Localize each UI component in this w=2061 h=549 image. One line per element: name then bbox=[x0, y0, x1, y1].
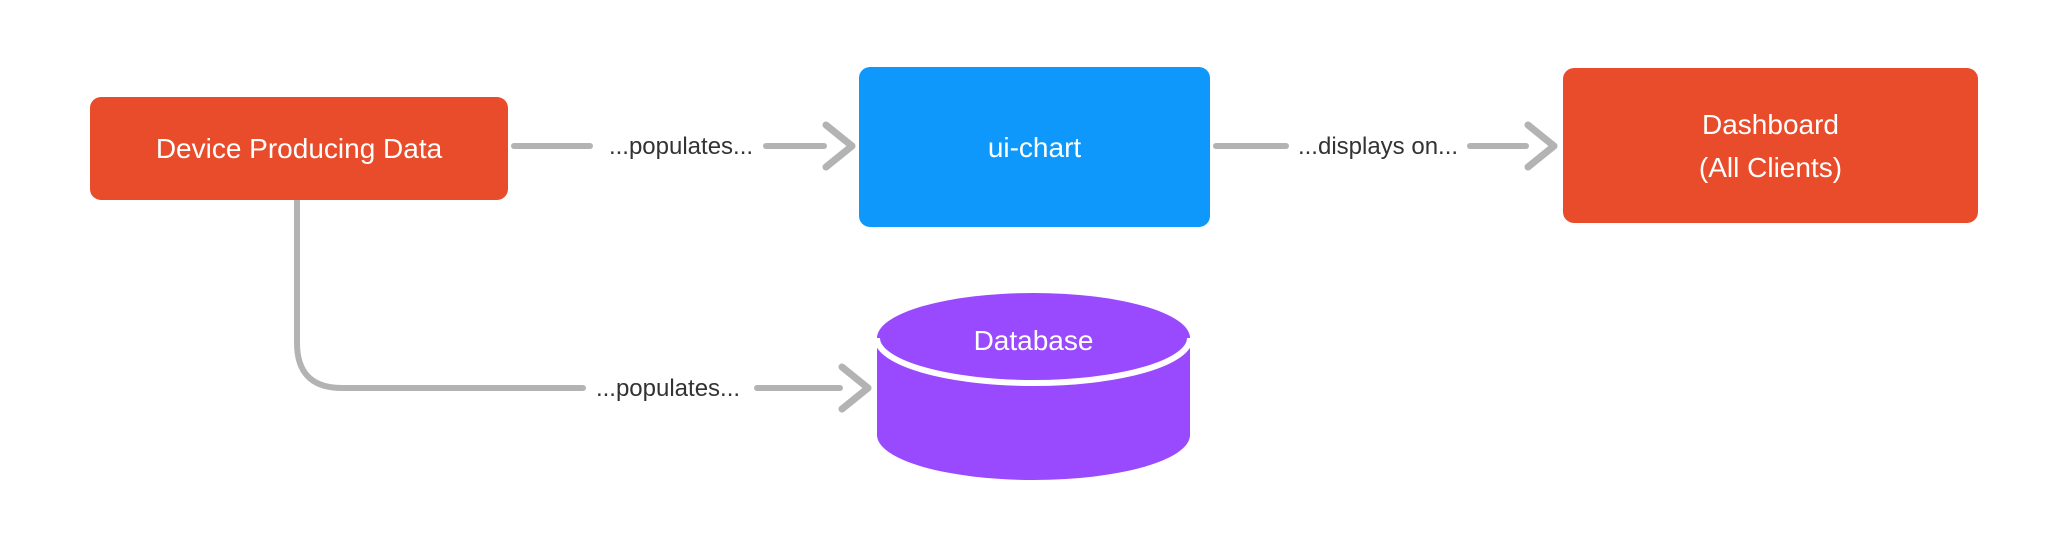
node-dashboard: Dashboard (All Clients) bbox=[1563, 68, 1978, 223]
database-cylinder-icon bbox=[877, 293, 1190, 480]
node-ui-chart: ui-chart bbox=[859, 67, 1210, 227]
database-cylinder-rim bbox=[877, 337, 1190, 386]
edge-device-to-database-arrowhead bbox=[838, 363, 872, 413]
node-device-label: Device Producing Data bbox=[155, 133, 443, 164]
node-database-label: Database bbox=[973, 325, 1094, 356]
edge-device-to-uichart-arrowhead bbox=[822, 121, 856, 171]
node-ui-chart-label: ui-chart bbox=[987, 131, 1082, 163]
edge-label-populates-top: ...populates... bbox=[606, 133, 756, 161]
edge-label-displays-on: ...displays on... bbox=[1295, 133, 1461, 161]
database-cylinder-body bbox=[877, 293, 1190, 480]
node-dashboard-label: Dashboard (All Clients) bbox=[1698, 108, 1843, 183]
edge-label-populates-bottom: ...populates... bbox=[593, 375, 743, 403]
edge-device-to-database-segment1 bbox=[294, 197, 586, 391]
node-device-producing-data: Device Producing Data bbox=[90, 97, 508, 200]
node-database: Database bbox=[877, 293, 1190, 480]
edge-uichart-to-dashboard-arrowhead bbox=[1524, 121, 1558, 171]
